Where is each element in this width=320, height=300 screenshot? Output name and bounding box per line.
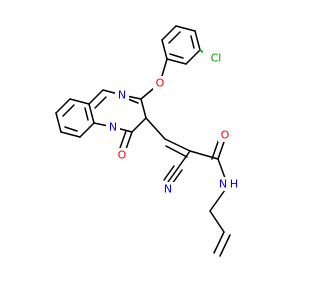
chemical-structure: Cl O N N O O N N H [55, 25, 239, 257]
molecule-canvas: Cl O N N O O N N H [55, 25, 239, 257]
acrylamide-chain [145, 117, 226, 179]
atom-label-ring-carbonyl-oxygen: O [118, 149, 127, 162]
atom-label-amide-hydrogen: H [230, 178, 238, 191]
atom-label-pyrimidine-nitrogen: N [118, 89, 126, 102]
atom-label-amide-oxygen: O [221, 129, 230, 142]
atom-label-chlorine: Cl [211, 52, 222, 65]
pyridine-ring [55, 98, 95, 138]
allyl-group [209, 189, 231, 257]
atom-label-amide-nitrogen: N [219, 178, 227, 191]
nitrile-group [163, 150, 191, 185]
atom-label-nitrile-nitrogen: N [164, 183, 172, 196]
atom-label-ether-oxygen: O [156, 77, 165, 90]
chlorophenyl-ring [161, 25, 201, 65]
atom-label-bridgehead-nitrogen: N [109, 121, 117, 134]
